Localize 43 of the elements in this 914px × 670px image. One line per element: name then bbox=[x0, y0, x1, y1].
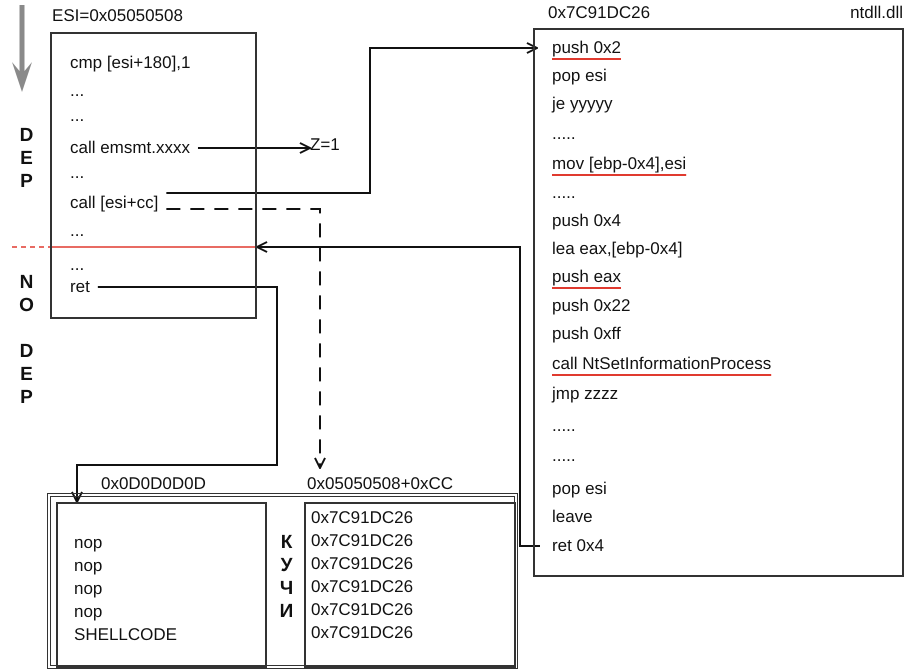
vertical-label: КУЧИ bbox=[276, 532, 296, 624]
arrow bbox=[198, 142, 311, 154]
code-line: push 0x2 bbox=[537, 37, 903, 59]
arrow bbox=[256, 241, 540, 547]
code-line: call [esi+cc] bbox=[54, 192, 257, 214]
flag-text: Z=1 bbox=[310, 134, 340, 156]
module-name: ntdll.dll bbox=[850, 2, 903, 24]
address-list: 0x7C91DC26 0x7C91DC26 0x7C91DC26 0x7C91DC26 0x7C91DC26 0x7C91DC26 bbox=[311, 506, 414, 644]
code-line: je yyyyy bbox=[537, 93, 903, 115]
address-heading: 0x05050508+0xCC bbox=[307, 473, 454, 495]
address-heading: ESI=0x05050508 bbox=[52, 5, 183, 27]
code-line: push eax bbox=[537, 266, 903, 288]
vertical-label: NO DEP bbox=[16, 272, 36, 410]
code-line: pop esi bbox=[537, 65, 903, 87]
code-line: push 0x22 bbox=[537, 295, 903, 317]
arrow bbox=[71, 286, 278, 503]
address-heading: 0x7C91DC26 bbox=[548, 2, 650, 24]
vertical-label: DEP bbox=[16, 125, 36, 194]
code-line: ..... bbox=[537, 445, 903, 467]
code-line: push 0xff bbox=[537, 323, 903, 345]
code-line: call NtSetInformationProcess bbox=[537, 353, 903, 375]
code-line: ... bbox=[54, 254, 257, 276]
code-line: ..... bbox=[537, 415, 903, 437]
code-line: cmp [esi+180],1 bbox=[54, 52, 257, 74]
code-line: ... bbox=[54, 105, 257, 127]
code-line: call emsmt.xxxx bbox=[54, 137, 257, 159]
code-line: mov [ebp-0x4],esi bbox=[537, 153, 903, 175]
arrow bbox=[166, 42, 538, 194]
code-line: ... bbox=[54, 80, 257, 102]
dashed-arrow bbox=[166, 208, 326, 469]
code-line: ... bbox=[54, 220, 257, 242]
code-line: ret 0x4 bbox=[537, 535, 903, 557]
code-line: pop esi bbox=[537, 478, 903, 500]
address-heading: 0x0D0D0D0D bbox=[101, 473, 206, 495]
code-line: ret bbox=[54, 276, 257, 298]
code-line: ..... bbox=[537, 182, 903, 204]
code-line: ..... bbox=[537, 123, 903, 145]
code-line: leave bbox=[537, 506, 903, 528]
code-line: ... bbox=[54, 162, 257, 184]
code-line: lea eax,[ebp-0x4] bbox=[537, 238, 903, 260]
code-line: push 0x4 bbox=[537, 210, 903, 232]
code-line: jmp zzzz bbox=[537, 383, 903, 405]
code-text: nop nop nop nop SHELLCODE bbox=[74, 532, 177, 646]
